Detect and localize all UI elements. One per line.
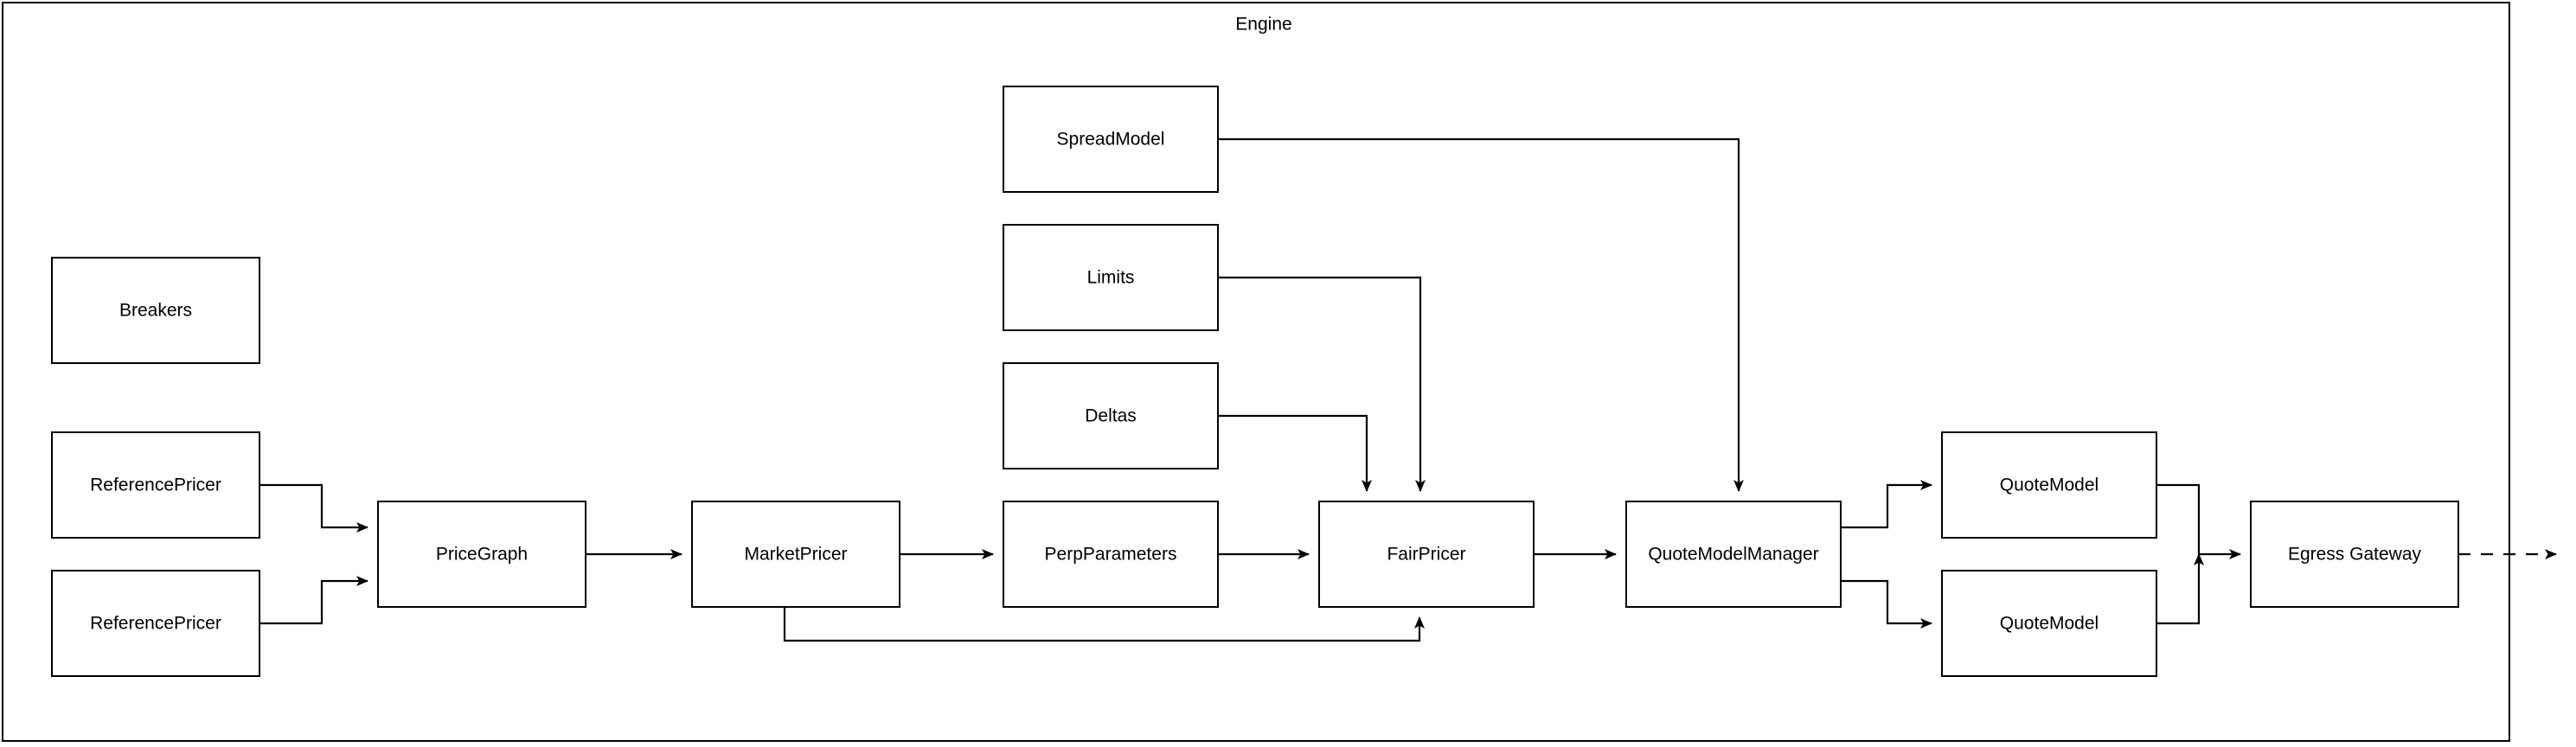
- node-reference-pricer-2[interactable]: ReferencePricer: [51, 570, 260, 677]
- node-box-reference-pricer-2[interactable]: [51, 570, 260, 677]
- node-limits[interactable]: Limits: [1003, 224, 1219, 331]
- node-box-deltas[interactable]: [1003, 362, 1219, 469]
- edge-deltas-to-fairpricer: [1218, 414, 1372, 492]
- node-label-fair-pricer: FairPricer: [1387, 545, 1465, 565]
- node-breakers[interactable]: Breakers: [51, 257, 260, 364]
- node-label-perp-parameters: PerpParameters: [1045, 545, 1177, 565]
- node-label-reference-pricer-1: ReferencePricer: [90, 476, 221, 495]
- node-quote-model-1[interactable]: QuoteModel: [1941, 431, 2157, 539]
- nodes-layer: BreakersReferencePricerReferencePricerPr…: [51, 86, 2459, 677]
- node-deltas[interactable]: Deltas: [1003, 362, 1219, 469]
- engine-group-border: [2, 2, 2510, 742]
- edge-marketpricer-to-fairpricer: [783, 607, 1425, 642]
- node-label-limits: Limits: [1087, 268, 1135, 288]
- node-box-breakers[interactable]: [51, 257, 260, 364]
- node-box-market-pricer[interactable]: [691, 501, 900, 608]
- node-quote-model-manager[interactable]: QuoteModelManager: [1625, 501, 1842, 608]
- node-fair-pricer[interactable]: FairPricer: [1318, 501, 1535, 608]
- node-box-egress-gateway[interactable]: [2250, 501, 2459, 608]
- node-label-market-pricer: MarketPricer: [744, 545, 847, 565]
- edge-ref1-to-pricegraph: [260, 483, 368, 533]
- edge-spreadmodel-to-quotemodelmanager: [1218, 137, 1744, 492]
- edges-layer: [260, 137, 2557, 642]
- engine-group-container: Engine: [2, 2, 2510, 742]
- node-label-deltas: Deltas: [1085, 406, 1137, 426]
- node-box-quote-model-manager[interactable]: [1625, 501, 1842, 608]
- engine-group-label: Engine: [1235, 15, 1291, 35]
- node-box-perp-parameters[interactable]: [1003, 501, 1219, 608]
- node-egress-gateway[interactable]: Egress Gateway: [2250, 501, 2459, 608]
- node-box-limits[interactable]: [1003, 224, 1219, 331]
- node-label-reference-pricer-2: ReferencePricer: [90, 614, 221, 634]
- node-perp-parameters[interactable]: PerpParameters: [1003, 501, 1219, 608]
- node-label-price-graph: PriceGraph: [436, 545, 528, 565]
- node-spread-model[interactable]: SpreadModel: [1003, 86, 1219, 193]
- node-label-breakers: Breakers: [119, 301, 192, 321]
- node-reference-pricer-1[interactable]: ReferencePricer: [51, 431, 260, 539]
- node-label-quote-model-manager: QuoteModelManager: [1648, 545, 1818, 565]
- node-label-quote-model-2: QuoteModel: [2000, 614, 2099, 634]
- node-market-pricer[interactable]: MarketPricer: [691, 501, 900, 608]
- node-label-egress-gateway: Egress Gateway: [2288, 545, 2422, 565]
- edge-quotemodel1-to-egress: [2156, 483, 2241, 559]
- node-box-quote-model-2[interactable]: [1941, 570, 2157, 677]
- edge-quotemodelmanager-to-quotemodel2: [1841, 579, 1932, 629]
- node-box-spread-model[interactable]: [1003, 86, 1219, 193]
- node-box-quote-model-1[interactable]: [1941, 431, 2157, 539]
- edge-quotemodel2-to-egress: [2156, 553, 2204, 625]
- node-box-fair-pricer[interactable]: [1318, 501, 1535, 608]
- node-label-spread-model: SpreadModel: [1057, 130, 1165, 150]
- edge-quotemodelmanager-to-quotemodel1: [1841, 480, 1932, 529]
- node-price-graph[interactable]: PriceGraph: [377, 501, 586, 608]
- edge-ref2-to-pricegraph: [260, 576, 368, 625]
- node-box-reference-pricer-1[interactable]: [51, 431, 260, 539]
- edge-limits-to-fairpricer: [1218, 276, 1426, 492]
- node-quote-model-2[interactable]: QuoteModel: [1941, 570, 2157, 677]
- node-label-quote-model-1: QuoteModel: [2000, 476, 2099, 495]
- node-box-price-graph[interactable]: [377, 501, 586, 608]
